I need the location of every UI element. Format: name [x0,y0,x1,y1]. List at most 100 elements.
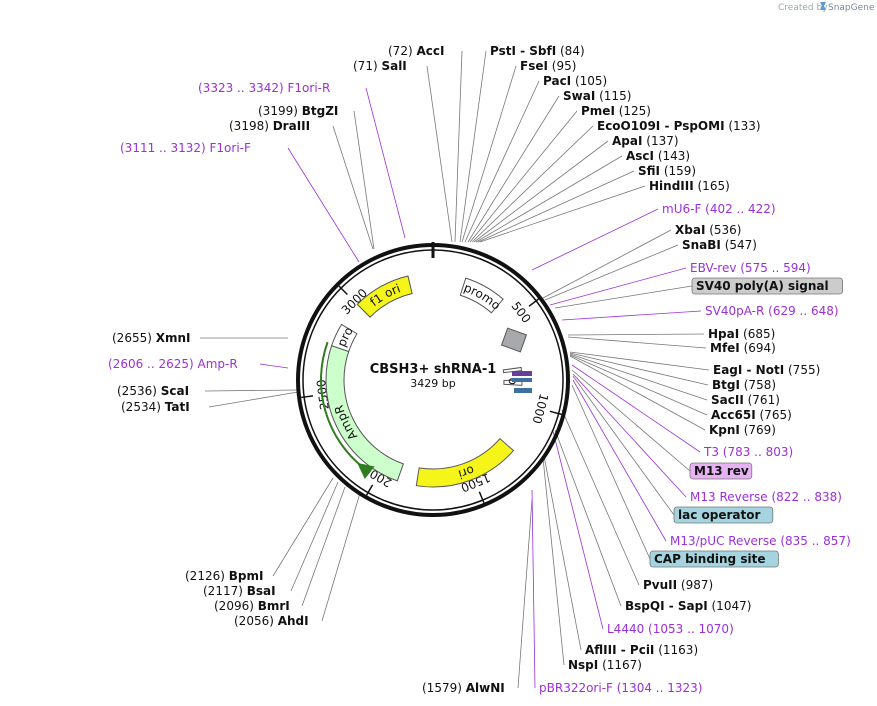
svg-text:SacII (761): SacII (761) [711,393,780,407]
svg-text:(3111 .. 3132) F1ori-F: (3111 .. 3132) F1ori-F [120,141,251,155]
site-labels: (72) AccI(71) SalI (3323 .. 3342) F1ori-R… [108,44,851,695]
site-label-draiii[interactable]: (3198) DraIII [229,119,310,133]
leader-f1ori-r [365,87,406,239]
site-label-sacii[interactable]: SacII (761) [711,393,780,407]
site-label-sali[interactable]: (71) SalI [353,59,407,73]
feature-label-cap-binding-site[interactable]: CAP binding site [649,550,779,568]
svg-text:EcoO109I - PspOMI (133): EcoO109I - PspOMI (133) [597,119,761,133]
primer-label-mu6-f[interactable]: mU6-F (402 .. 422) [662,202,776,216]
site-label-asci[interactable]: AscI (143) [626,149,690,163]
feature-label-m13-rev[interactable]: M13 rev [689,462,753,480]
svg-text:(2655) XmnI: (2655) XmnI [112,331,190,345]
svg-text:T3 (783 .. 803): T3 (783 .. 803) [703,445,793,459]
site-label-ahdi[interactable]: (2056) AhdI [234,614,309,628]
leader-snabi [544,244,679,301]
site-label-ecoo109i-pspomi[interactable]: EcoO109I - PspOMI (133) [597,119,761,133]
leader-eagi-noti [569,351,710,371]
tick-label-500: 500 [509,299,534,326]
cap-binding-mark [514,388,532,393]
leader-ahdi [321,492,361,622]
feature-f1-ori: f1 ori [356,275,413,318]
svg-text:EagI - NotI (755): EagI - NotI (755) [713,363,820,377]
leader-lines [200,50,710,689]
site-label-kpni[interactable]: KpnI (769) [709,423,776,437]
leader-l4440 [552,430,604,630]
site-label-hindiii[interactable]: HindIII (165) [649,179,730,193]
feature-label-sv40-poly-a-signal[interactable]: SV40 poly(A) signal [691,277,844,295]
site-label-pmei[interactable]: PmeI (125) [581,104,651,118]
tick-2000 [365,484,374,496]
leader-f1ori-f [287,147,360,263]
svg-text:SnaBI (547): SnaBI (547) [682,238,757,252]
leader-nspi [542,457,565,666]
site-label-nspi[interactable]: NspI (1167) [568,658,642,672]
site-label-acci[interactable]: (72) AccI [388,44,444,58]
site-label-apai[interactable]: ApaI (137) [612,134,679,148]
leader-m13-puc-reverse [572,379,667,542]
primer-label-f1ori-f[interactable]: (3111 .. 3132) F1ori-F [120,141,251,155]
ampr-direction-arrow [320,341,375,480]
site-label-alwni[interactable]: (1579) AlwNI [422,681,505,695]
leader-acci [454,50,463,243]
leader-swai [467,95,560,243]
site-label-tati[interactable]: (2534) TatI [121,400,190,414]
site-label-xmni[interactable]: (2655) XmnI [112,331,190,345]
primer-label-amp-r[interactable]: (2606 .. 2625) Amp-R [108,357,238,371]
svg-text:pBR322ori-F (1304 .. 1323): pBR322ori-F (1304 .. 1323) [539,681,702,695]
site-label-eagi-noti[interactable]: EagI - NotI (755) [713,363,820,377]
feature-label-lac-operator[interactable]: lac operator [673,506,774,524]
site-label-btgzi[interactable]: (3199) BtgZI [258,104,338,118]
created-by-text: Created by [778,3,828,13]
svg-text:HindIII (165): HindIII (165) [649,179,730,193]
site-label-sfii[interactable]: SfiI (159) [638,164,696,178]
site-label-acc65i[interactable]: Acc65I (765) [711,408,792,422]
svg-text:SwaI (115): SwaI (115) [563,89,631,103]
site-label-bmri[interactable]: (2096) BmrI [214,599,290,613]
site-label-swai[interactable]: SwaI (115) [563,89,631,103]
svg-text:M13/pUC Reverse (835 .. 857): M13/pUC Reverse (835 .. 857) [670,534,851,548]
site-label-xbai[interactable]: XbaI (536) [675,223,742,237]
svg-text:AmpR promoter: AmpR promoter [0,0,356,352]
leader-mfei [567,336,707,349]
primer-label-pbr322ori-f[interactable]: pBR322ori-F (1304 .. 1323) [539,681,702,695]
site-label-btgi[interactable]: BtgI (758) [712,378,776,392]
site-label-psti-sbfi[interactable]: PstI - SbfI (84) [490,44,585,58]
primer-label-l4440[interactable]: L4440 (1053 .. 1070) [607,622,734,636]
svg-text:CAP binding site: CAP binding site [654,552,765,566]
site-label-paci[interactable]: PacI (105) [543,74,607,88]
lac-operator-mark [512,378,532,382]
primer-label-f1ori-r[interactable]: (3323 .. 3342) F1ori-R [198,81,330,95]
svg-text:(2056) AhdI: (2056) AhdI [234,614,309,628]
leader-sacii [569,353,708,401]
site-label-mfei[interactable]: MfeI (694) [710,341,776,355]
leader-apai [473,140,609,243]
primer-label-t3[interactable]: T3 (783 .. 803) [703,445,793,459]
svg-text:FseI (95): FseI (95) [520,59,576,73]
svg-text:mU6-F (402 .. 422): mU6-F (402 .. 422) [662,202,776,216]
leader-xbai [542,229,672,299]
leader-psti-sbfi [459,50,487,243]
site-label-afliii-pcii[interactable]: AflIII - PciI (1163) [585,643,698,657]
leader-draiii [332,125,374,250]
leader-m13-rev [571,369,691,472]
svg-text:(3198) DraIII: (3198) DraIII [229,119,310,133]
site-label-hpai[interactable]: HpaI (685) [708,327,775,341]
primer-label-ebv-rev[interactable]: EBV-rev (575 .. 594) [690,261,811,275]
primer-label-m13-reverse[interactable]: M13 Reverse (822 .. 838) [690,490,842,504]
site-label-bpmi[interactable]: (2126) BpmI [185,569,263,583]
site-label-fsei[interactable]: FseI (95) [520,59,576,73]
tick-label-1000: 1000 [530,392,551,425]
site-label-bsai[interactable]: (2117) BsaI [203,584,276,598]
svg-text:(3323 .. 3342) F1ori-R: (3323 .. 3342) F1ori-R [198,81,330,95]
leader-pbr322ori-f [531,489,536,689]
site-label-snabi[interactable]: SnaBI (547) [682,238,757,252]
site-label-scai[interactable]: (2536) ScaI [117,384,189,398]
primer-label-m13-puc-reverse[interactable]: M13/pUC Reverse (835 .. 857) [670,534,851,548]
primer-label-sv40pa-r[interactable]: SV40pA-R (629 .. 648) [705,304,839,318]
leader-hindiii [479,185,646,243]
site-label-bspqi-sapi[interactable]: BspQI - SapI (1047) [625,599,751,613]
svg-text:(2536) ScaI: (2536) ScaI [117,384,189,398]
leader-bspqi-sapi [554,429,622,607]
site-label-pvuii[interactable]: PvuII (987) [643,578,713,592]
